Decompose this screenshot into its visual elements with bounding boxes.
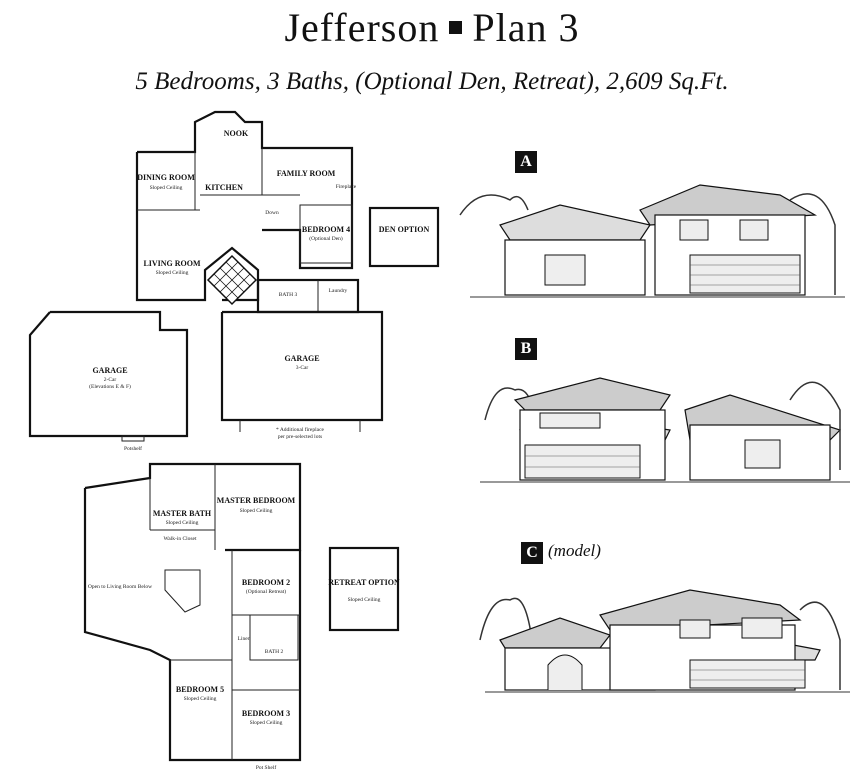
label-potshelf-1: Potshelf [124,445,142,452]
note-garage2a: 2-Car [104,377,117,383]
label-laundry: Laundry [329,288,348,294]
label-walk-in: Walk-in Closet [163,536,196,542]
label-nook: NOOK [224,129,249,138]
note-bedroom3: Sloped Ceiling [250,720,283,726]
label-bath2: BATH 2 [265,649,284,655]
label-bath3: BATH 3 [279,292,298,298]
label-open-to: Open to Living Room Below [88,584,152,590]
elevation-b-drawing [480,377,850,483]
label-garage3: GARAGE [284,354,319,363]
elevation-a-drawing [459,184,845,298]
note-retreat: Sloped Ceiling [348,597,381,603]
note-master-bed: Sloped Ceiling [240,508,273,514]
elevation-a-badge: A [515,151,537,173]
label-kitchen: KITCHEN [205,183,243,192]
elevation-b-badge: B [515,338,537,360]
label-den: DEN OPTION [379,225,430,234]
label-family: FAMILY ROOM [277,169,336,178]
label-potshelf-2: Pot Shelf [256,764,276,771]
note-bedroom4: (Optional Den) [309,235,343,242]
stair-diamond [206,254,258,306]
label-fireplace: Fireplace [336,184,357,190]
elevation-c-model-note: (model) [548,541,601,560]
first-floor-plan: NOOK DINING ROOM Sloped Ceiling KITCHEN … [28,110,440,452]
label-living: LIVING ROOM [143,259,201,268]
label-bedroom2: BEDROOM 2 [242,578,290,587]
label-linen: Linen [238,636,251,642]
note-bedroom2: (Optional Retreat) [246,588,286,595]
label-bedroom4: BEDROOM 4 [302,225,350,234]
page-title: Jefferson Plan 3 [0,4,864,51]
second-floor-plan: MASTER BATH Sloped Ceiling Walk-in Close… [83,462,400,771]
label-down: Down [265,210,279,216]
title-separator-square [449,21,463,35]
elevation-c-drawing [479,589,850,693]
note-dining: Sloped Ceiling [150,185,183,191]
note-living: Sloped Ceiling [156,270,189,276]
label-retreat: RETREAT OPTION [328,578,400,587]
footnote-b: per pre-selected lots [278,434,322,440]
label-dining: DINING ROOM [137,173,195,182]
label-garage2: GARAGE [92,366,127,375]
label-bedroom5: BEDROOM 5 [176,685,224,694]
note-garage3: 3-Car [296,365,309,371]
note-bedroom5: Sloped Ceiling [184,696,217,702]
title-plan: Plan 3 [472,5,580,50]
label-master-bed: MASTER BEDROOM [217,496,296,505]
note-master-bath: Sloped Ceiling [166,520,199,526]
label-bedroom3: BEDROOM 3 [242,709,290,718]
title-name: Jefferson [284,5,440,50]
elevation-c-badge: C [521,542,543,564]
page-subtitle: 5 Bedrooms, 3 Baths, (Optional Den, Retr… [135,68,729,95]
note-garage2b: (Elevations E & F) [89,383,131,390]
label-master-bath: MASTER BATH [153,509,212,518]
footnote-a: * Additional fireplace [276,426,325,433]
